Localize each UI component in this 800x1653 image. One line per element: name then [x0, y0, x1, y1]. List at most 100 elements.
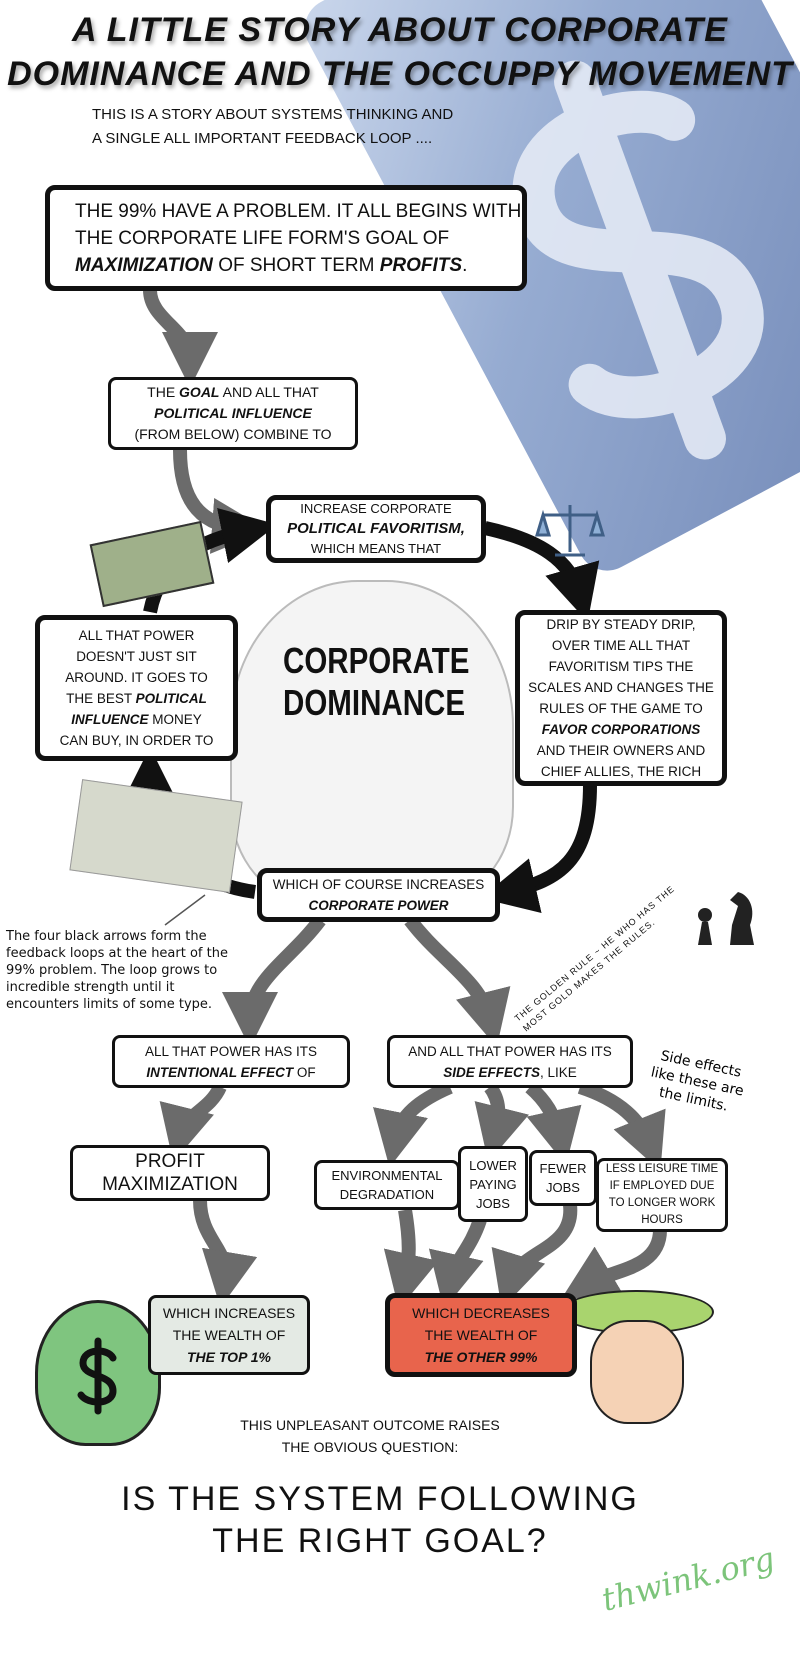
outcome-text: This unpleasant outcome raises the obvio…	[220, 1414, 520, 1458]
arrow-lower-to-other99	[428, 1217, 487, 1310]
effect-leisure-line-4: hours	[641, 1214, 683, 1226]
other99-line-2: the wealth of	[424, 1327, 538, 1343]
arrow-side-to-leisure	[577, 1080, 666, 1171]
power-influence-box: All that power doesn't just sit around. …	[35, 615, 238, 761]
center-line-2: Dominance	[283, 682, 466, 723]
top1-em: the top 1%	[186, 1349, 272, 1365]
arrow-fewer-to-other99	[491, 1204, 578, 1309]
corporate-dominance-label: Corporate Dominance	[283, 640, 470, 724]
title-line-1: A little story about corporate	[72, 11, 728, 49]
drip-line-1: Drip by steady drip,	[546, 617, 696, 632]
problem-line-1: The 99% have a problem. It all begins wi…	[75, 200, 522, 222]
arrow-problem-to-goal	[143, 289, 218, 388]
other99-em: the other 99%	[424, 1349, 538, 1365]
intentional-post: of	[293, 1064, 316, 1080]
intentional-effect-box: All that power has its intentional effec…	[112, 1035, 350, 1088]
left-pre-4: the best	[66, 691, 136, 706]
outcome-line-1: This unpleasant outcome raises	[240, 1417, 500, 1433]
worried-man-illustration	[560, 1290, 720, 1460]
left-em-influence: influence	[71, 712, 149, 727]
power-em: corporate power	[308, 898, 449, 913]
arrow-profit-to-top1	[193, 1199, 258, 1308]
arrow-env-to-other99	[383, 1208, 439, 1310]
loop-arrow-favoritism-to-drip	[483, 521, 600, 622]
goal-line-3: (from below) combine to	[134, 426, 332, 442]
fist-illustration	[230, 580, 514, 904]
arrow-power-to-intentional	[222, 915, 326, 1048]
drip-line-7: and their owners and	[536, 743, 706, 758]
drip-line-2: over time all that	[551, 638, 691, 653]
arrow-side-to-lower	[474, 1082, 529, 1163]
intentional-em: intentional effect	[146, 1064, 294, 1080]
side-note: The four black arrows form the feedback …	[6, 929, 228, 1012]
dollar-sign-icon	[512, 60, 764, 460]
effect-lower-line-1: Lower	[469, 1157, 517, 1173]
effect-lower-line-2: paying	[469, 1176, 517, 1192]
other99-wealth-box: Which decreases the wealth of the other …	[385, 1293, 577, 1377]
effect-less-leisure: Less leisure time if employed due to lon…	[596, 1158, 728, 1232]
arrow-intentional-to-profit	[159, 1083, 227, 1163]
drip-em: favor corporations	[541, 722, 701, 737]
profit-maximization-box: Profit maximization	[70, 1145, 270, 1201]
top1-line-2: the wealth of	[172, 1327, 286, 1343]
side-line-1: And all that power has its	[408, 1043, 612, 1059]
pointer-line	[164, 894, 206, 926]
arrow-power-to-side	[404, 915, 511, 1048]
effect-env-line-1: Environmental	[331, 1168, 443, 1183]
money-bag-dollar-icon	[77, 1337, 117, 1415]
arrow-side-to-env	[373, 1080, 453, 1168]
left-line-2: doesn't just sit	[76, 649, 197, 664]
drip-line-5: rules of the game to	[539, 701, 703, 716]
left-line-6: can buy, in order to	[59, 733, 214, 748]
intro-line-2: a single all important feedback loop ...…	[92, 130, 433, 147]
arrow-side-to-fewer	[525, 1081, 582, 1166]
drip-line-3: favoritism tips the	[548, 659, 694, 674]
loop-arrow-drip-to-power	[480, 784, 597, 913]
intro-text: This is a story about systems thinking a…	[92, 103, 453, 151]
effect-leisure-line-2: if employed due	[609, 1180, 715, 1192]
top1-wealth-box: Which increases the wealth of the top 1%	[148, 1295, 310, 1375]
effect-leisure-line-1: Less leisure time	[605, 1163, 719, 1175]
problem-em-profits: profits	[379, 254, 463, 276]
page-title: A little story about corporate dominance…	[0, 8, 800, 96]
side-post: , like	[539, 1064, 577, 1080]
center-line-1: Corporate	[283, 640, 470, 681]
favoritism-line-1: Increase corporate	[300, 501, 452, 516]
effect-environmental: Environmental degradation	[314, 1160, 460, 1210]
intro-line-1: This is a story about systems thinking a…	[92, 106, 454, 123]
left-line-1: All that power	[78, 628, 195, 643]
intentional-line-1: All that power has its	[144, 1043, 318, 1059]
left-post-5: money	[148, 712, 202, 727]
left-line-3: around. It goes to	[65, 670, 208, 685]
side-effects-box: And all that power has its side effects,…	[387, 1035, 633, 1088]
goal-political-influence: political influence	[154, 405, 312, 421]
goal-pre: The	[147, 384, 180, 400]
drip-box: Drip by steady drip, over time all that …	[515, 610, 727, 786]
goal-em: goal	[179, 384, 220, 400]
left-em-political: political	[135, 691, 207, 706]
title-line-2: dominance and the Occuppy movement	[7, 55, 793, 93]
question-line-1: Is the system following	[121, 1480, 639, 1518]
question-line-2: the right goal?	[212, 1522, 548, 1560]
effect-fewer-line-2: jobs	[546, 1180, 580, 1195]
drip-line-8: chief allies, the rich	[540, 764, 702, 779]
profit-line-1: Profit	[135, 1151, 205, 1172]
favoritism-box: Increase corporate political favoritism,…	[266, 495, 486, 563]
problem-box: The 99% have a problem. It all begins wi…	[45, 185, 527, 291]
effect-lower-paying-jobs: Lower paying jobs	[458, 1146, 528, 1222]
problem-end: .	[462, 254, 468, 276]
problem-line-2: the corporate life form's goal of	[75, 227, 450, 249]
effect-fewer-line-1: Fewer	[539, 1161, 587, 1176]
goal-box: The goal and all that political influenc…	[108, 377, 358, 450]
corporate-power-box: which of course increases corporate powe…	[257, 868, 500, 922]
arrow-leisure-to-other99	[560, 1229, 667, 1300]
chess-pieces-icon	[698, 892, 754, 945]
problem-em-maximization: maximization	[75, 254, 213, 276]
other99-line-1: Which decreases	[412, 1305, 550, 1321]
effect-lower-line-3: jobs	[476, 1195, 510, 1211]
effect-fewer-jobs: Fewer jobs	[529, 1150, 597, 1206]
outcome-line-2: the obvious question:	[281, 1439, 459, 1455]
effect-leisure-line-3: to longer work	[608, 1197, 716, 1209]
closing-question: Is the system following the right goal?	[120, 1478, 640, 1562]
